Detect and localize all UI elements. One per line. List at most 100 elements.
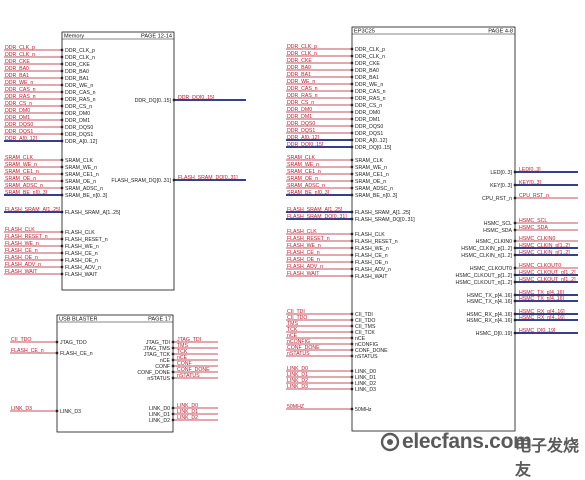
- net-label: FLASH_SRAM_DQ[0..31]: [287, 214, 347, 220]
- net-label: LINK_D3: [11, 406, 32, 412]
- pin-label: HSMC_SDA: [483, 228, 512, 234]
- pin-marker: [350, 407, 354, 411]
- elecfans-watermark: elecfans.com 电子发烧友: [380, 428, 585, 479]
- pin-marker: [350, 330, 354, 334]
- pin-label: HSMC_CLKIN0: [476, 239, 512, 245]
- net-label: DDR_A[0..12]: [5, 136, 38, 142]
- net-label: DDR_WE_n: [287, 79, 315, 85]
- net-label: SRAM_ADSC_n: [5, 183, 43, 189]
- pin-label: FLASH_CE_n: [65, 251, 98, 257]
- net-label: HSMC_SCL: [519, 218, 547, 224]
- pin-marker: [350, 239, 354, 243]
- net-label: FLASH_ADV_n: [5, 262, 41, 268]
- net-label: FLASH_OE_n: [5, 255, 38, 261]
- pin-marker: [60, 251, 64, 255]
- usb-page-ref: PAGE 17: [148, 317, 171, 323]
- net-label: DDR_BA1: [287, 72, 311, 78]
- net-label: FLASH_CLK: [287, 229, 317, 235]
- pin-label: LINK_D0: [149, 406, 170, 412]
- pin-marker: [60, 69, 64, 73]
- pin-label: HSMC_CLKOUT_p[1..2]: [455, 273, 512, 279]
- net-label: DDR_DQS0: [5, 122, 33, 128]
- pin-label: FLASH_OE_n: [65, 258, 98, 264]
- net-label: FLASH_WAIT: [287, 271, 320, 277]
- net-label: DDR_WE_n: [5, 80, 33, 86]
- net-label: DDR_DQ[0..15]: [287, 142, 324, 148]
- pin-marker: [60, 244, 64, 248]
- net-label: DDR_DM0: [5, 108, 30, 114]
- net-label: CONF_DONE: [177, 367, 210, 373]
- pin-label: HSMC_RX_n[4..16]: [466, 318, 512, 324]
- net-label: LINK_D3: [287, 384, 308, 390]
- pin-label: LINK_D1: [149, 412, 170, 418]
- pin-label: LINK_D2: [149, 418, 170, 424]
- pin-marker: [350, 131, 354, 135]
- net-label: nSTATUS: [287, 351, 310, 357]
- pin-label: DDR_DQ[0..15]: [355, 145, 392, 151]
- net-label: nCONFIG: [287, 339, 310, 345]
- net-label: HSMC_CLKIN0: [519, 236, 555, 242]
- pin-marker: [60, 62, 64, 66]
- pin-marker: [350, 324, 354, 328]
- pin-marker: [350, 124, 354, 128]
- pin-label: DDR_A[0..12]: [65, 139, 98, 145]
- pin-marker: [513, 318, 517, 322]
- net-label: DDR_CLK_n: [5, 52, 35, 58]
- pin-label: CII_TDI: [355, 312, 373, 318]
- net-label: SRAM_CE1_n: [287, 169, 321, 175]
- net-label: TCK: [287, 327, 298, 333]
- pin-marker: [350, 381, 354, 385]
- net-label: LINK_D1: [177, 409, 198, 415]
- net-label: FLASH_WE_n: [5, 241, 39, 247]
- pin-label: nCE: [160, 358, 171, 364]
- pin-label: DDR_CKE: [65, 62, 90, 68]
- pin-marker: [513, 253, 517, 257]
- pin-label: LINK_D2: [355, 381, 376, 387]
- pin-label: FLASH_RESET_n: [355, 239, 398, 245]
- pin-label: SRAM_CLK: [65, 158, 94, 164]
- net-label: FLASH_OE_n: [287, 257, 320, 263]
- usb-title: USB BLASTER: [59, 317, 98, 323]
- net-label: FLASH_CE_n: [5, 248, 38, 254]
- pin-marker: [55, 351, 59, 355]
- net-label: SRAM_CLK: [5, 155, 34, 161]
- pin-marker: [60, 83, 64, 87]
- pin-label: HSMC_TX_n[4..16]: [467, 299, 513, 305]
- pin-label: HSMC_RX_p[4..16]: [466, 312, 512, 318]
- pin-label: SRAM_OE_n: [355, 179, 386, 185]
- pin-label: DDR_RAS_n: [355, 96, 386, 102]
- net-label: LED[0..3]: [519, 167, 541, 173]
- pin-label: DDR_DQS1: [65, 132, 93, 138]
- pin-marker: [513, 170, 517, 174]
- net-label: CII_TDI: [287, 309, 305, 315]
- net-label: LINK_D1: [287, 372, 308, 378]
- pin-marker: [60, 111, 64, 115]
- pin-label: CONF_DONE: [137, 370, 170, 376]
- pin-marker: [350, 253, 354, 257]
- pin-marker: [350, 165, 354, 169]
- pin-marker: [350, 186, 354, 190]
- net-label: CONF_DONE: [287, 345, 320, 351]
- pin-label: CII_TMS: [355, 324, 376, 330]
- net-label: FLASH_WAIT: [5, 269, 38, 275]
- pin-label: SRAM_OE_n: [65, 179, 96, 185]
- pin-marker: [60, 186, 64, 190]
- net-label: SRAM_CE1_n: [5, 169, 39, 175]
- pin-label: FLASH_WAIT: [65, 272, 98, 278]
- pin-marker: [513, 266, 517, 270]
- pin-label: HSMC_CLKIN_n[1..2]: [461, 253, 512, 259]
- pin-marker: [350, 172, 354, 176]
- pin-label: FLASH_WE_n: [65, 244, 99, 250]
- pin-marker: [171, 412, 175, 416]
- pin-label: FLASH_SRAM_A[1..25]: [355, 210, 411, 216]
- pin-label: FLASH_CE_n: [355, 253, 388, 259]
- pin-label: DDR_BA0: [65, 69, 89, 75]
- pin-marker: [350, 47, 354, 51]
- pin-marker: [350, 312, 354, 316]
- pin-label: DDR_BA1: [355, 75, 379, 81]
- pin-marker: [60, 258, 64, 262]
- net-label: DDR_DM0: [287, 107, 312, 113]
- pin-marker: [350, 117, 354, 121]
- pin-marker: [60, 237, 64, 241]
